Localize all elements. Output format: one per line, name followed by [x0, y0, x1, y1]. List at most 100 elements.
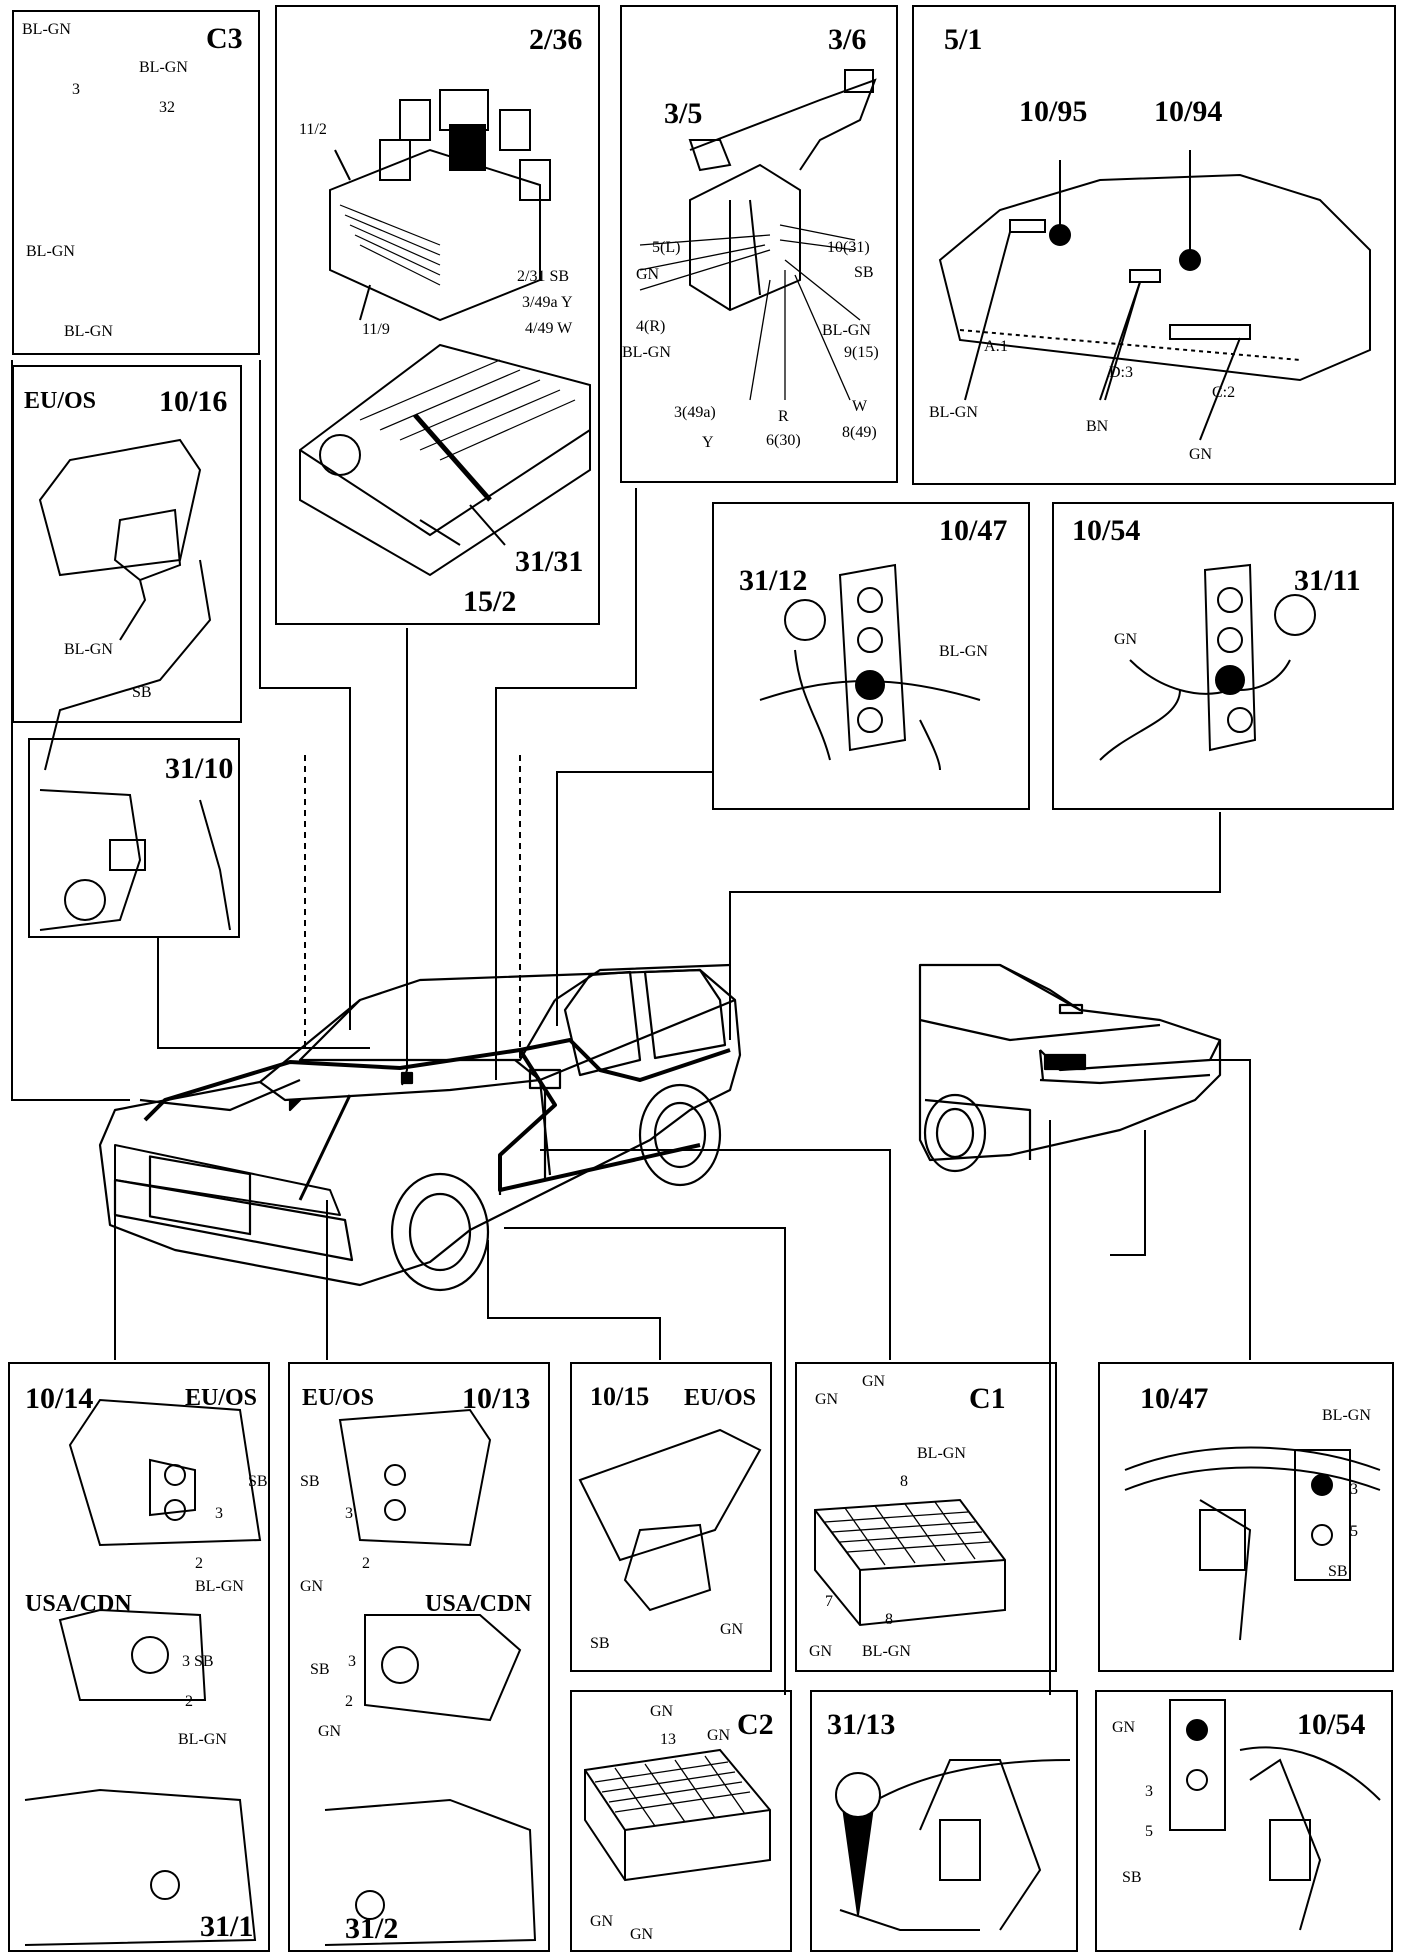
panel-31-10-id: 31/10 — [165, 752, 234, 785]
region-label: EU/OS — [684, 1385, 757, 1411]
leader-3-6 — [495, 488, 637, 1080]
pin-label: 8 — [900, 1473, 908, 1490]
pin-label: 3 — [72, 81, 80, 98]
wire-label: SB — [132, 684, 152, 701]
wire-label: BL-GN — [917, 1445, 966, 1462]
wire-label: GN — [809, 1643, 833, 1660]
pin-label: 5 — [1145, 1823, 1153, 1840]
wire-label: BL-GN — [178, 1731, 227, 1748]
leader-31-10 — [157, 938, 370, 1049]
car-rear-drawing — [918, 963, 1222, 1173]
wire-label: BL-GN — [139, 59, 188, 76]
region-label: EU/OS — [185, 1385, 258, 1411]
taillamp-10-47a-drawing — [759, 563, 981, 771]
pin-label: 2 — [195, 1555, 203, 1572]
leader-c1 — [540, 1149, 891, 1360]
fusebox-drawing — [299, 89, 591, 577]
panel-3-6: 3/6 3/5 5(L) GN 4(R) BL-GN 10(31) SB BL-… — [620, 5, 898, 483]
panel-10-15: 10/15 EU/OS SB GN — [570, 1362, 772, 1672]
switch-drawing — [639, 69, 877, 401]
panel-10-47-id: 10/47 — [939, 514, 1008, 547]
pin-label: 3 — [1145, 1783, 1153, 1800]
ground-31-2-id: 31/2 — [345, 1912, 399, 1945]
pin-label: 6(30) — [766, 432, 801, 449]
wire-label: SB — [854, 264, 874, 281]
region-label: EU/OS — [302, 1385, 375, 1411]
ground-31-11-id: 31/11 — [1294, 564, 1361, 597]
callout: 4/49 W — [525, 320, 573, 337]
pin-label: 3 — [348, 1653, 356, 1670]
lamp-10-16-drawing — [38, 438, 212, 771]
callout: 2/31 SB — [517, 268, 570, 285]
wire-label: BL-GN — [195, 1578, 244, 1595]
wire-label: GN — [815, 1391, 839, 1408]
panel-10-16: EU/OS 10/16 BL-GN SB — [12, 365, 242, 723]
callout: 11/9 — [362, 321, 390, 338]
taillamp-10-47b-drawing — [1124, 1446, 1381, 1641]
leader-c2 — [504, 1227, 786, 1695]
pin-label: 4(R) — [636, 318, 666, 335]
region-label: EU/OS — [24, 388, 97, 414]
lamp-10-15-drawing — [578, 1428, 762, 1612]
wire-label: GN — [318, 1723, 342, 1740]
panel-5-1: 5/1 10/95 10/94 A:1 D:3 C:2 BL-GN BN GN — [912, 5, 1396, 485]
panel-c3: C3 BL-GN BL-GN 3 32 BL-GN BL-GN — [12, 10, 260, 355]
pin-label: 2 — [185, 1693, 193, 1710]
wire-label: R — [778, 408, 789, 425]
wire-label: GN — [862, 1373, 886, 1390]
panel-10-54-top: 10/54 31/11 GN — [1052, 502, 1394, 810]
leader-10-15 — [487, 1240, 661, 1360]
panel-10-13: EU/OS 10/13 SB 3 2 GN USA/CDN SB 3 2 GN … — [288, 1362, 550, 1952]
panel-5-1-id: 5/1 — [944, 23, 983, 56]
pin-label: 13 — [660, 1731, 676, 1748]
wire-label: SB — [248, 1473, 268, 1490]
wire-label: GN — [630, 1926, 654, 1943]
panel-c2-id: C2 — [737, 1708, 774, 1741]
pin-label: 2 — [362, 1555, 370, 1572]
wire-label: SB — [310, 1661, 330, 1678]
panel-c2: C2 GN 13 GN GN GN — [570, 1690, 792, 1952]
wire-label: GN — [650, 1703, 674, 1720]
panel-10-15-id: 10/15 — [590, 1382, 650, 1411]
panel-10-16-id: 10/16 — [159, 385, 228, 418]
instrument-cluster-drawing — [938, 150, 1371, 441]
wire-label: Y — [702, 434, 714, 451]
pin-label: 8 — [885, 1611, 893, 1628]
wire-label: GN — [1189, 446, 1213, 463]
pin-label: 2 — [345, 1693, 353, 1710]
panel-10-13-id: 10/13 — [462, 1382, 531, 1415]
wire-label: GN — [636, 266, 660, 283]
panel-c1-id: C1 — [969, 1382, 1006, 1415]
wire-label: BL-GN — [26, 243, 75, 260]
panel-c3-id: C3 — [206, 22, 243, 55]
panel-10-14: 10/14 EU/OS SB 3 2 BL-GN USA/CDN 3 SB 2 … — [8, 1362, 270, 1952]
lamp-10-14-drawing — [24, 1398, 262, 1946]
wire-label: BL-GN — [929, 404, 978, 421]
panel-10-47-top: 10/47 31/12 BL-GN — [712, 502, 1030, 810]
ground-31-12-id: 31/12 — [739, 564, 808, 597]
pin-label: 3 — [215, 1505, 223, 1522]
leader-10-54b — [1110, 1130, 1146, 1256]
panel-10-54-bottom-id: 10/54 — [1297, 1708, 1366, 1741]
wire-label: W — [852, 398, 868, 415]
ground-31-13-drawing — [835, 1759, 1071, 1931]
wire-label: BL-GN — [64, 323, 113, 340]
panel-3-5-id: 3/5 — [664, 97, 703, 130]
panel-3-6-id: 3/6 — [828, 23, 867, 56]
panel-31-10: 31/10 — [28, 738, 240, 938]
panel-10-47-bottom: 10/47 BL-GN 3 5 SB — [1098, 1362, 1394, 1672]
panel-31-13: 31/13 — [810, 1690, 1078, 1952]
wire-label: BL-GN — [1322, 1407, 1371, 1424]
panel-10-14-id: 10/14 — [25, 1382, 94, 1415]
pin-label: 3 — [1350, 1481, 1358, 1498]
connector-label: C:2 — [1212, 384, 1236, 401]
panel-10-47-bottom-id: 10/47 — [1140, 1382, 1209, 1415]
leader-10-54a — [729, 812, 1221, 1040]
wire-label: SB — [1122, 1869, 1142, 1886]
c2-connector-drawing — [584, 1748, 771, 1882]
pin-label: 5 — [1350, 1523, 1358, 1540]
leader-10-47b — [1210, 1059, 1251, 1360]
taillamp-10-54b-drawing — [1169, 1699, 1381, 1931]
